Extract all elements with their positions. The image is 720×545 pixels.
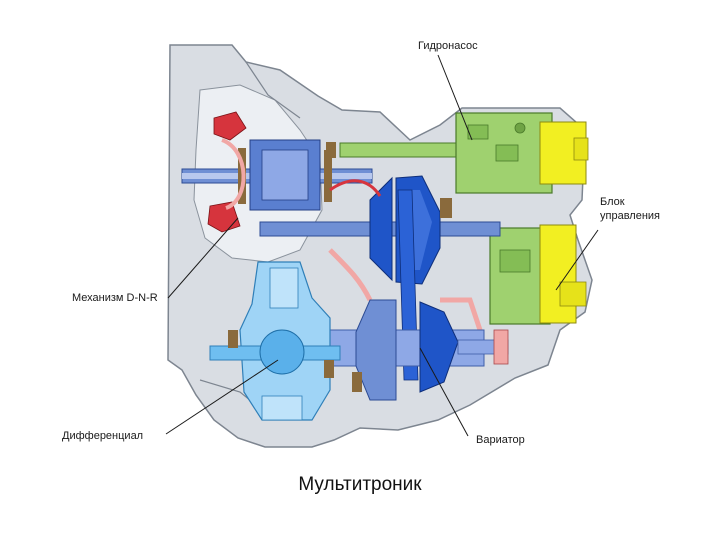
leader-dnr [167, 217, 239, 299]
pump-connector [573, 137, 589, 161]
pump-port [514, 122, 526, 134]
pump-detail-2 [495, 144, 519, 162]
secondary-shaft [323, 329, 485, 367]
differential-top [269, 267, 299, 309]
leader-variator [419, 347, 469, 437]
oil-path-upper [329, 179, 382, 197]
dnr-ring-2 [324, 150, 332, 202]
control-unit-yellow [539, 224, 577, 324]
secondary-pulley-right [419, 301, 459, 393]
pump-shaft [339, 142, 471, 158]
label-differential: Дифференциал [62, 430, 144, 442]
label-dnr: Механизм D-N-R [72, 292, 158, 304]
pump-detail-1 [467, 124, 489, 140]
housing-rib-top [245, 61, 301, 119]
bearing-3 [352, 372, 362, 392]
label-pump: Гидронасос [418, 40, 478, 52]
label-control-line2: управления [600, 210, 660, 222]
dnr-oil-channel [221, 138, 246, 210]
oil-path-mid [328, 248, 373, 302]
leader-differential [165, 359, 279, 435]
differential-output-stub [261, 395, 303, 421]
control-unit-connector [559, 281, 587, 307]
bearing-5 [326, 142, 336, 158]
label-variator: Вариатор [476, 434, 525, 446]
figure-caption: Мультитроник [298, 474, 422, 495]
leader-pump [437, 54, 473, 141]
differential-gear [259, 329, 305, 375]
control-unit-valve [499, 249, 531, 273]
primary-pulley-left [369, 176, 393, 282]
dnr-clutch-upper [213, 111, 247, 141]
leader-control [555, 229, 599, 291]
bearing-2 [324, 360, 334, 378]
dnr-planetary-inner [261, 149, 309, 201]
label-control-line1: Блок [600, 196, 625, 208]
secondary-pulley-left [355, 299, 397, 401]
bearing-4 [440, 198, 452, 218]
bearing-1 [228, 330, 238, 348]
secondary-bearing [493, 329, 509, 365]
